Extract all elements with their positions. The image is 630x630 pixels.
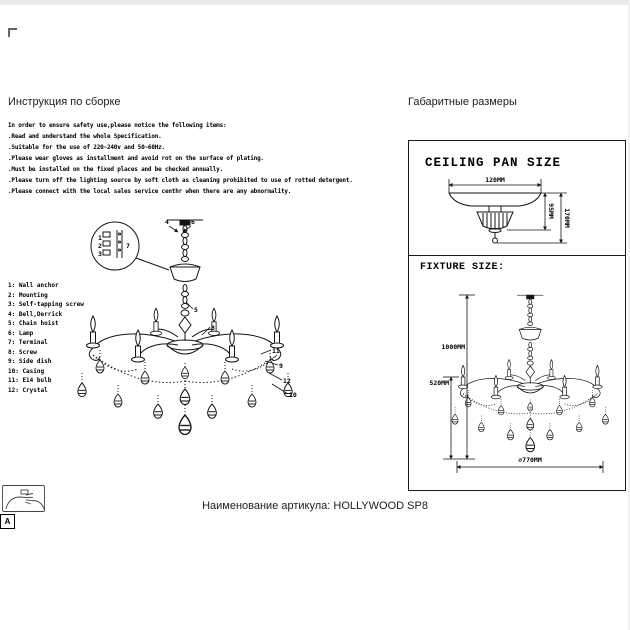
instruction-item: .Must be installed on the fixed places a… — [8, 166, 223, 173]
fixture-diameter-label: ⌀770MM — [518, 456, 542, 464]
assembly-section-title: Инструкция по сборке — [8, 96, 121, 108]
part-item: 6: Lamp — [8, 329, 34, 337]
callout-5: 5 — [194, 306, 198, 314]
ceiling-pan-width-label: 120MM — [485, 176, 505, 184]
assembly-diagram: 1 2 3 7 4 6 5 8 11 9 12 10 — [55, 218, 297, 462]
part-item: 4: Bell,Derrick — [8, 310, 63, 318]
dimensions-box: CEILING PAN SIZE — [408, 140, 626, 491]
callout-11: 11 — [272, 347, 280, 355]
part-item: 12: Crystal — [8, 386, 48, 394]
callout-2: 2 — [98, 242, 102, 250]
corner-marker: A — [0, 514, 15, 529]
callout-12: 12 — [283, 377, 291, 385]
instruction-item: .Please connect with the local sales ser… — [8, 188, 292, 195]
fixture-total-height-label: 1000MM — [442, 343, 466, 351]
callout-8: 8 — [211, 324, 215, 332]
callout-10: 10 — [289, 391, 297, 399]
part-item: 8: Screw — [8, 348, 37, 356]
fixture-size-title: FIXTURE SIZE: — [420, 262, 505, 273]
part-item: 7: Terminal — [8, 339, 48, 346]
parts-legend: 1: Wall anchor 2: Mounting 3: Self-tappi… — [8, 281, 128, 395]
instruction-intro: In order to ensure safety use,please not… — [8, 122, 227, 129]
instruction-item: .Read and understand the whole Specifica… — [8, 133, 162, 140]
part-item: 2: Mounting — [8, 291, 48, 299]
part-item: 10: Casing — [8, 367, 45, 375]
safety-instructions: In order to ensure safety use,please not… — [8, 120, 408, 197]
article-name: Наименование артикула: HOLLYWOOD SP8 — [202, 500, 428, 512]
ceiling-pan-inner-height-label: 95MM — [547, 203, 555, 219]
ceiling-pan-drawing: 120MM 95MM 170MM — [448, 176, 571, 244]
fixture-body-height-label: 520MM — [429, 379, 449, 387]
callout-9: 9 — [279, 362, 283, 370]
box-divider — [409, 255, 625, 256]
mounting-detail-circle — [90, 221, 170, 271]
part-item: 3: Self-tapping screw — [8, 301, 84, 308]
part-item: 1: Wall anchor — [8, 282, 59, 289]
ceiling-pan-total-height-label: 170MM — [563, 208, 571, 228]
scan-edge-right — [628, 0, 630, 630]
part-item: 9: Side dish — [8, 358, 52, 365]
part-item: 11: E14 bulb — [8, 377, 52, 384]
ceiling-pan-title: CEILING PAN SIZE — [425, 156, 562, 170]
callout-4: 4 — [165, 218, 169, 226]
instruction-item: .Please turn off the lighting source by … — [8, 177, 353, 184]
part-item: 5: Chain hoist — [8, 320, 59, 327]
callout-1: 1 — [98, 234, 102, 242]
crop-mark — [8, 28, 17, 37]
callout-6: 6 — [191, 218, 195, 226]
fixture-drawing: 1000MM 520MM ⌀770MM — [429, 294, 619, 473]
dimensions-section-title: Габаритные размеры — [408, 96, 517, 108]
instruction-item: .Suitable for the use of 220~240v and 50… — [8, 144, 165, 151]
instruction-item: .Please wear gloves as installment and a… — [8, 155, 264, 162]
installation-hands-pictogram — [2, 485, 45, 512]
callout-7: 7 — [126, 242, 130, 250]
callout-leaders — [168, 225, 289, 395]
callout-3: 3 — [98, 250, 102, 258]
scan-edge-top — [0, 0, 630, 5]
